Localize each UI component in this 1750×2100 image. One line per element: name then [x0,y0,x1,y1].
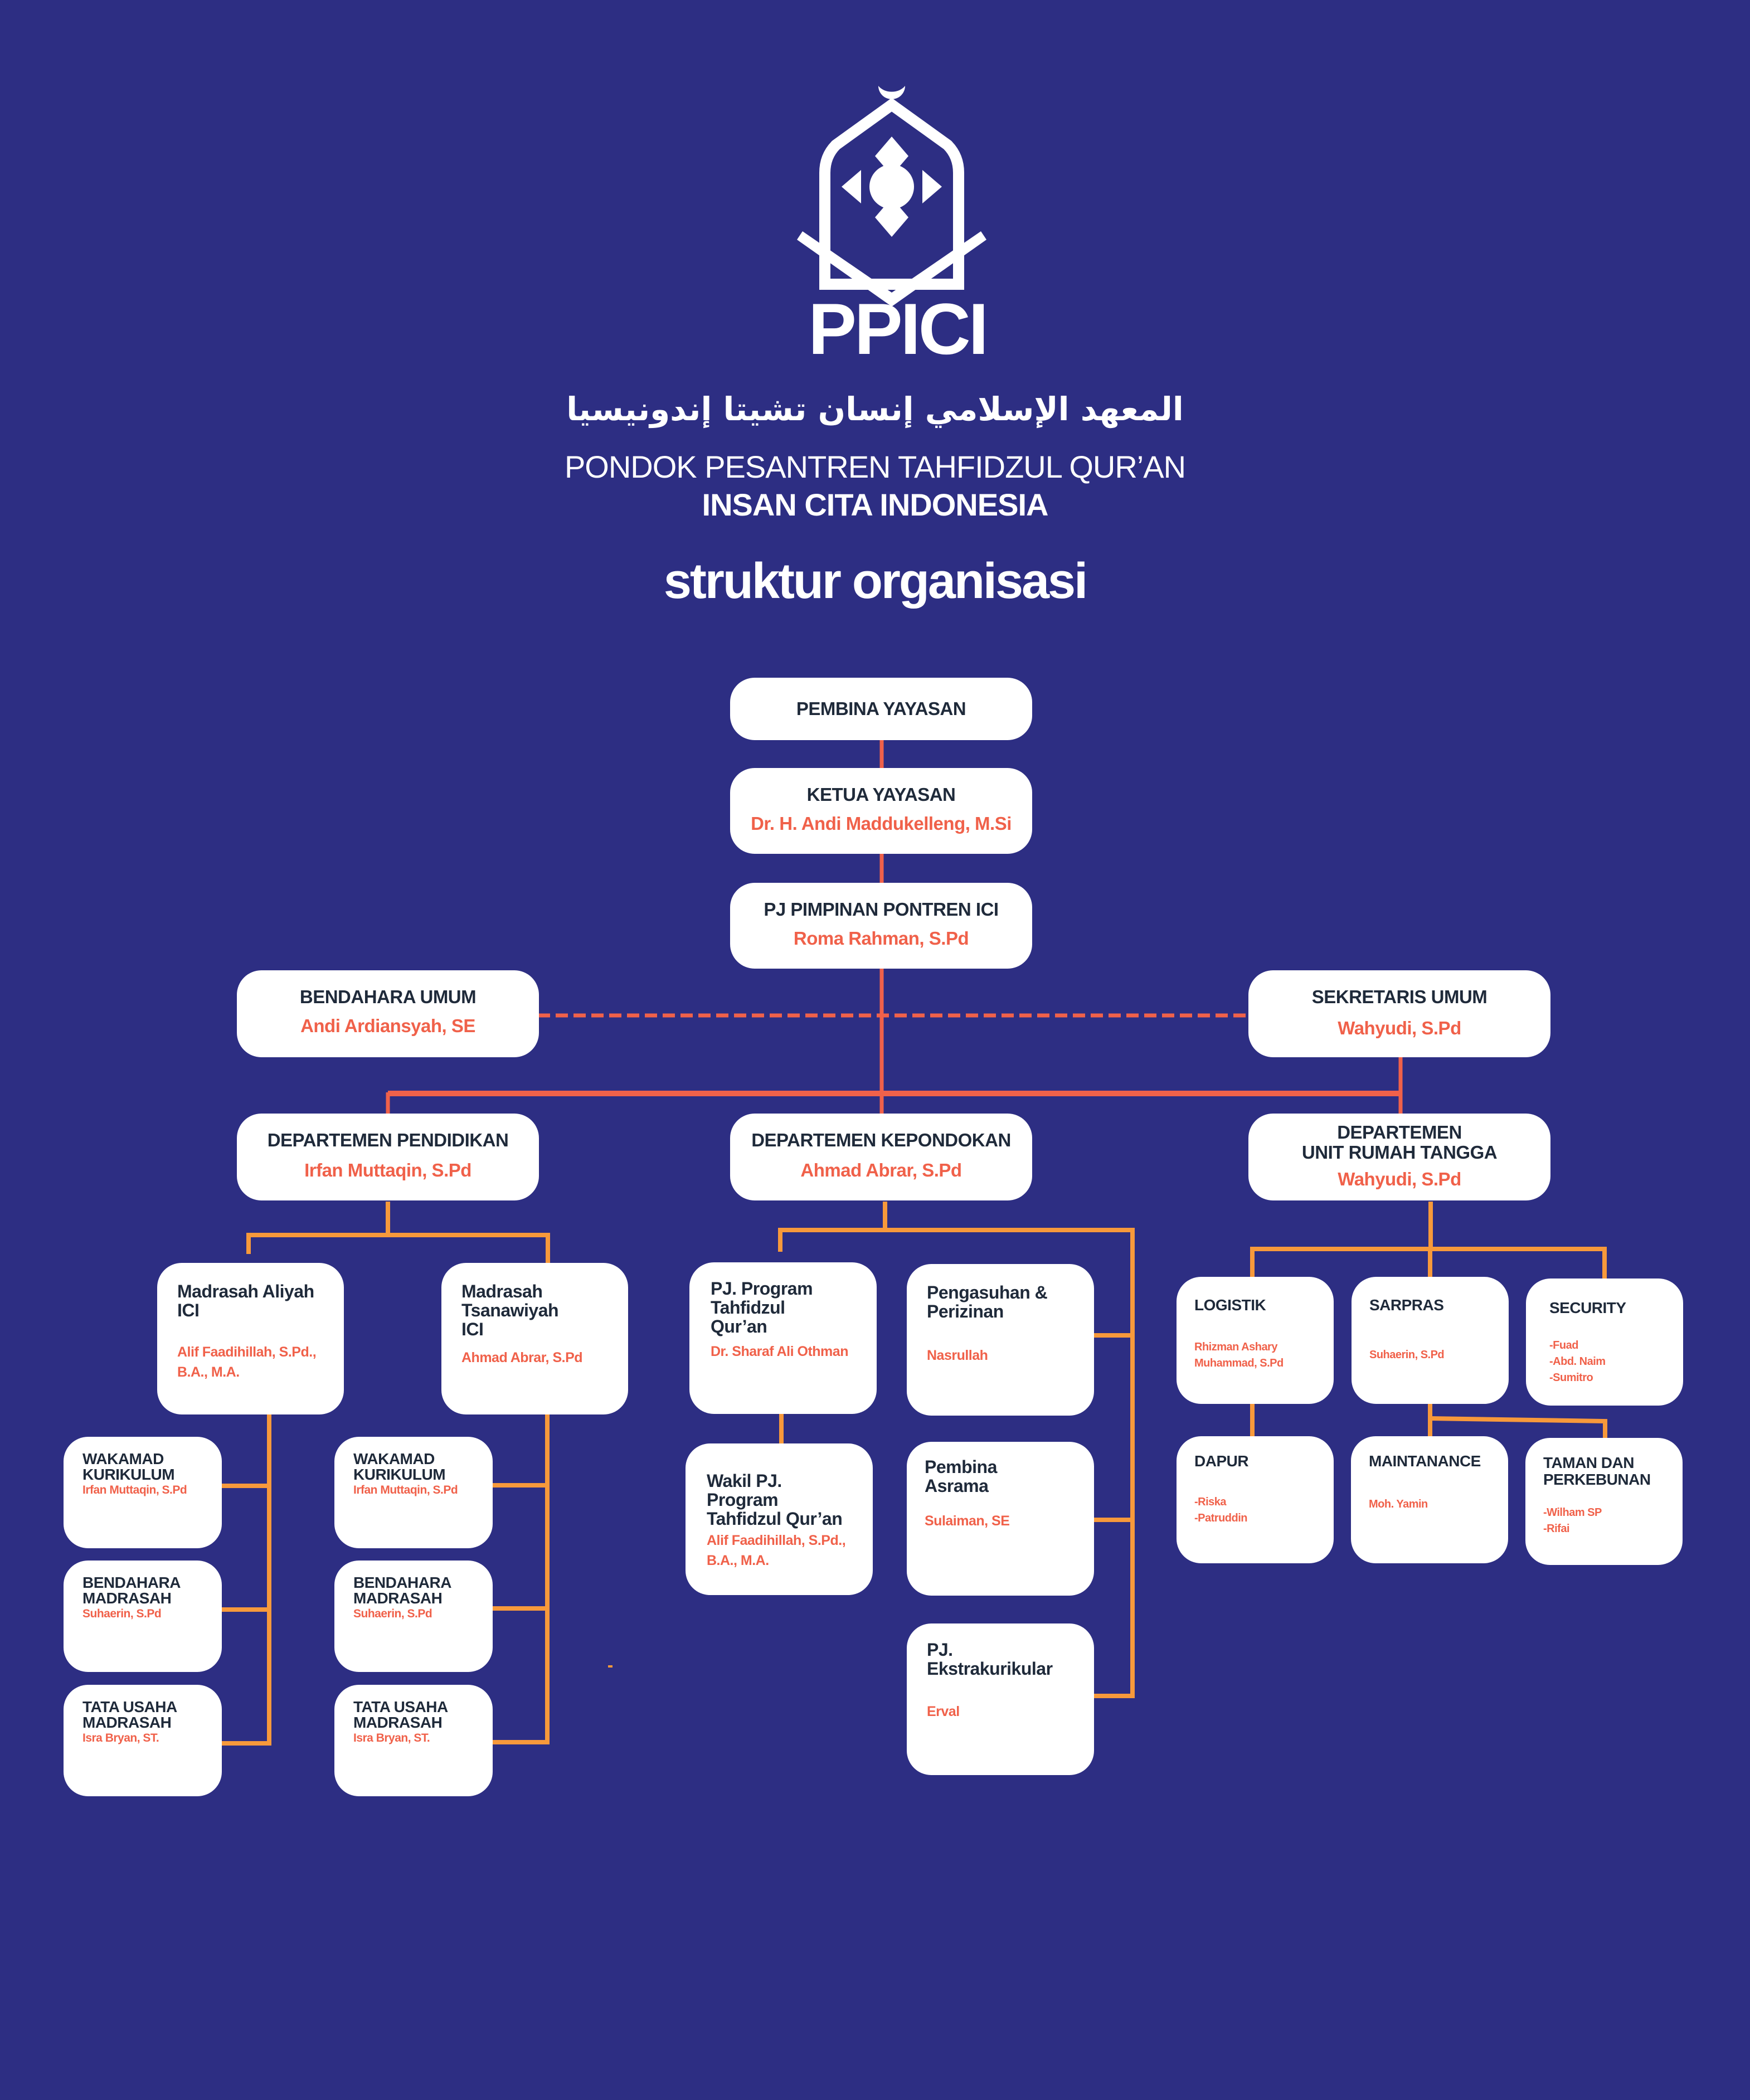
box-bendahara-umum: BENDAHARA UMUM Andi Ardiansyah, SE [237,970,539,1057]
box-title: SARPRAS [1369,1296,1444,1314]
box-title: PJ. Program Tahfidzul Qur’an [711,1279,813,1336]
box-name: -Fuad -Abd. Naim -Sumitro [1549,1339,1606,1384]
box-dapur: DAPUR -Riska -Patruddin [1177,1436,1334,1563]
box-madrasah-tsanawiyah: Madrasah Tsanawiyah ICI Ahmad Abrar, S.P… [441,1263,628,1414]
box-name: Wahyudi, S.Pd [1338,1169,1461,1189]
box-title: TATA USAHA MADRASAH [82,1698,177,1731]
page-title: struktur organisasi [663,553,1088,609]
box-sekretaris-umum: SEKRETARIS UMUM Wahyudi, S.Pd [1248,970,1550,1057]
box-title: BENDAHARA UMUM [299,986,477,1007]
box-dept-pendidikan: DEPARTEMEN PENDIDIKAN Irfan Muttaqin, S.… [237,1114,539,1200]
box-title: BENDAHARA MADRASAH [353,1574,451,1607]
box-title: Wakil PJ. Program Tahfidzul Qur’an [707,1471,843,1529]
box-title: TAMAN DAN PERKEBUNAN [1543,1454,1651,1488]
box-logistik: LOGISTIK Rhizman Ashary Muhammad, S.Pd [1177,1277,1334,1404]
subtitle-line2: INSAN CITA INDONESIA [702,487,1049,522]
box-name: Alif Faadihillah, S.Pd., B.A., M.A. [177,1344,317,1380]
box-title: Pembina Asrama [925,1457,997,1496]
box-tsanawiyah-wakamad: WAKAMAD KURIKULUM Irfan Muttaqin, S.Pd [334,1437,493,1548]
box-title: MAINTANANCE [1369,1452,1481,1470]
box-title: DEPARTEMEN KEPONDOKAN [751,1130,1011,1150]
box-name: Dr. Sharaf Ali Othman [711,1344,848,1359]
stray-mark [608,1665,612,1668]
box-name: Roma Rahman, S.Pd [793,928,969,949]
box-title: LOGISTIK [1194,1296,1266,1314]
box-aliyah-bendahara: BENDAHARA MADRASAH Suhaerin, S.Pd [64,1561,222,1672]
box-tsanawiyah-bendahara: BENDAHARA MADRASAH Suhaerin, S.Pd [334,1561,493,1672]
box-name: Moh. Yamin [1369,1498,1428,1510]
box-title: DAPUR [1194,1452,1249,1470]
box-pengasuhan: Pengasuhan & Perizinan Nasrullah [907,1264,1094,1416]
mosque-dome-icon [819,98,964,290]
box-pj-tahfidz: PJ. Program Tahfidzul Qur’an Dr. Sharaf … [689,1262,877,1414]
box-title: SEKRETARIS UMUM [1311,986,1488,1007]
box-title: SECURITY [1549,1299,1626,1316]
box-taman: TAMAN DAN PERKEBUNAN -Wilham SP -Rifai [1525,1438,1683,1565]
box-name: Ahmad Abrar, S.Pd [800,1160,962,1180]
box-pembina-yayasan: PEMBINA YAYASAN [730,678,1032,740]
box-title: KETUA YAYASAN [806,784,956,805]
box-pj-ekstrakurikular: PJ. Ekstrakurikular Erval [907,1623,1094,1775]
box-title: WAKAMAD KURIKULUM [82,1450,175,1483]
box-name: Sulaiman, SE [925,1513,1010,1529]
box-aliyah-tata-usaha: TATA USAHA MADRASAH Isra Bryan, ST. [64,1685,222,1796]
box-dept-kepondokan: DEPARTEMEN KEPONDOKAN Ahmad Abrar, S.Pd [730,1114,1032,1200]
box-name: Suhaerin, S.Pd [353,1607,432,1620]
box-name: Dr. H. Andi Maddukelleng, M.Si [751,813,1012,834]
box-ketua-yayasan: KETUA YAYASAN Dr. H. Andi Maddukelleng, … [730,768,1032,854]
box-name: Erval [927,1704,960,1719]
box-title: BENDAHARA MADRASAH [82,1574,181,1607]
box-name: Isra Bryan, ST. [82,1732,159,1744]
box-title: DEPARTEMEN PENDIDIKAN [267,1130,509,1150]
box-name: Isra Bryan, ST. [353,1732,430,1744]
box-pj-pimpinan: PJ PIMPINAN PONTREN ICI Roma Rahman, S.P… [730,883,1032,969]
box-pembina-asrama: Pembina Asrama Sulaiman, SE [907,1442,1094,1596]
box-title: PEMBINA YAYASAN [796,698,966,719]
ppici-logo: PPICI [797,86,989,362]
box-name: Irfan Muttaqin, S.Pd [82,1484,187,1496]
box-name: Alif Faadihillah, S.Pd., B.A., M.A. [707,1533,846,1568]
box-dept-urt: DEPARTEMEN UNIT RUMAH TANGGA Wahyudi, S.… [1248,1114,1550,1200]
subtitle-line1: PONDOK PESANTREN TAHFIDZUL QUR’AN [564,449,1186,484]
box-name: Rhizman Ashary Muhammad, S.Pd [1194,1341,1284,1369]
box-title: TATA USAHA MADRASAH [353,1698,448,1731]
box-name: Irfan Muttaqin, S.Pd [304,1160,471,1180]
box-sarpras: SARPRAS Suhaerin, S.Pd [1352,1277,1509,1404]
box-title: PJ PIMPINAN PONTREN ICI [764,899,999,920]
box-name: Suhaerin, S.Pd [1369,1349,1445,1361]
box-aliyah-wakamad: WAKAMAD KURIKULUM Irfan Muttaqin, S.Pd [64,1437,222,1548]
box-title: DEPARTEMEN UNIT RUMAH TANGGA [1301,1122,1498,1163]
box-name: Wahyudi, S.Pd [1338,1018,1461,1038]
arabic-name: المعهد الإسلامي إنسان تشيتا إندونيسيا [566,390,1184,428]
crescent-icon [878,86,905,99]
box-name: Irfan Muttaqin, S.Pd [353,1484,458,1496]
box-name: -Wilham SP -Rifai [1543,1506,1602,1535]
box-title: Madrasah Aliyah ICI [177,1281,314,1320]
box-title: Madrasah Tsanawiyah ICI [461,1281,559,1339]
box-title: PJ. Ekstrakurikular [927,1640,1053,1679]
box-madrasah-aliyah: Madrasah Aliyah ICI Alif Faadihillah, S.… [157,1263,344,1414]
box-name: Suhaerin, S.Pd [82,1607,162,1620]
box-maintanance: MAINTANANCE Moh. Yamin [1351,1436,1508,1563]
box-wakil-pj-tahfidz: Wakil PJ. Program Tahfidzul Qur’an Alif … [686,1443,873,1595]
box-name: -Riska -Patruddin [1194,1496,1248,1524]
box-tsanawiyah-tata-usaha: TATA USAHA MADRASAH Isra Bryan, ST. [334,1685,493,1796]
box-name: Nasrullah [927,1348,988,1363]
logo-text: PPICI [808,288,986,362]
box-title: Pengasuhan & Perizinan [927,1282,1048,1321]
box-name: Andi Ardiansyah, SE [300,1015,475,1036]
box-title: WAKAMAD KURIKULUM [353,1450,446,1483]
box-security: SECURITY -Fuad -Abd. Naim -Sumitro [1526,1279,1683,1406]
box-name: Ahmad Abrar, S.Pd [461,1350,583,1365]
